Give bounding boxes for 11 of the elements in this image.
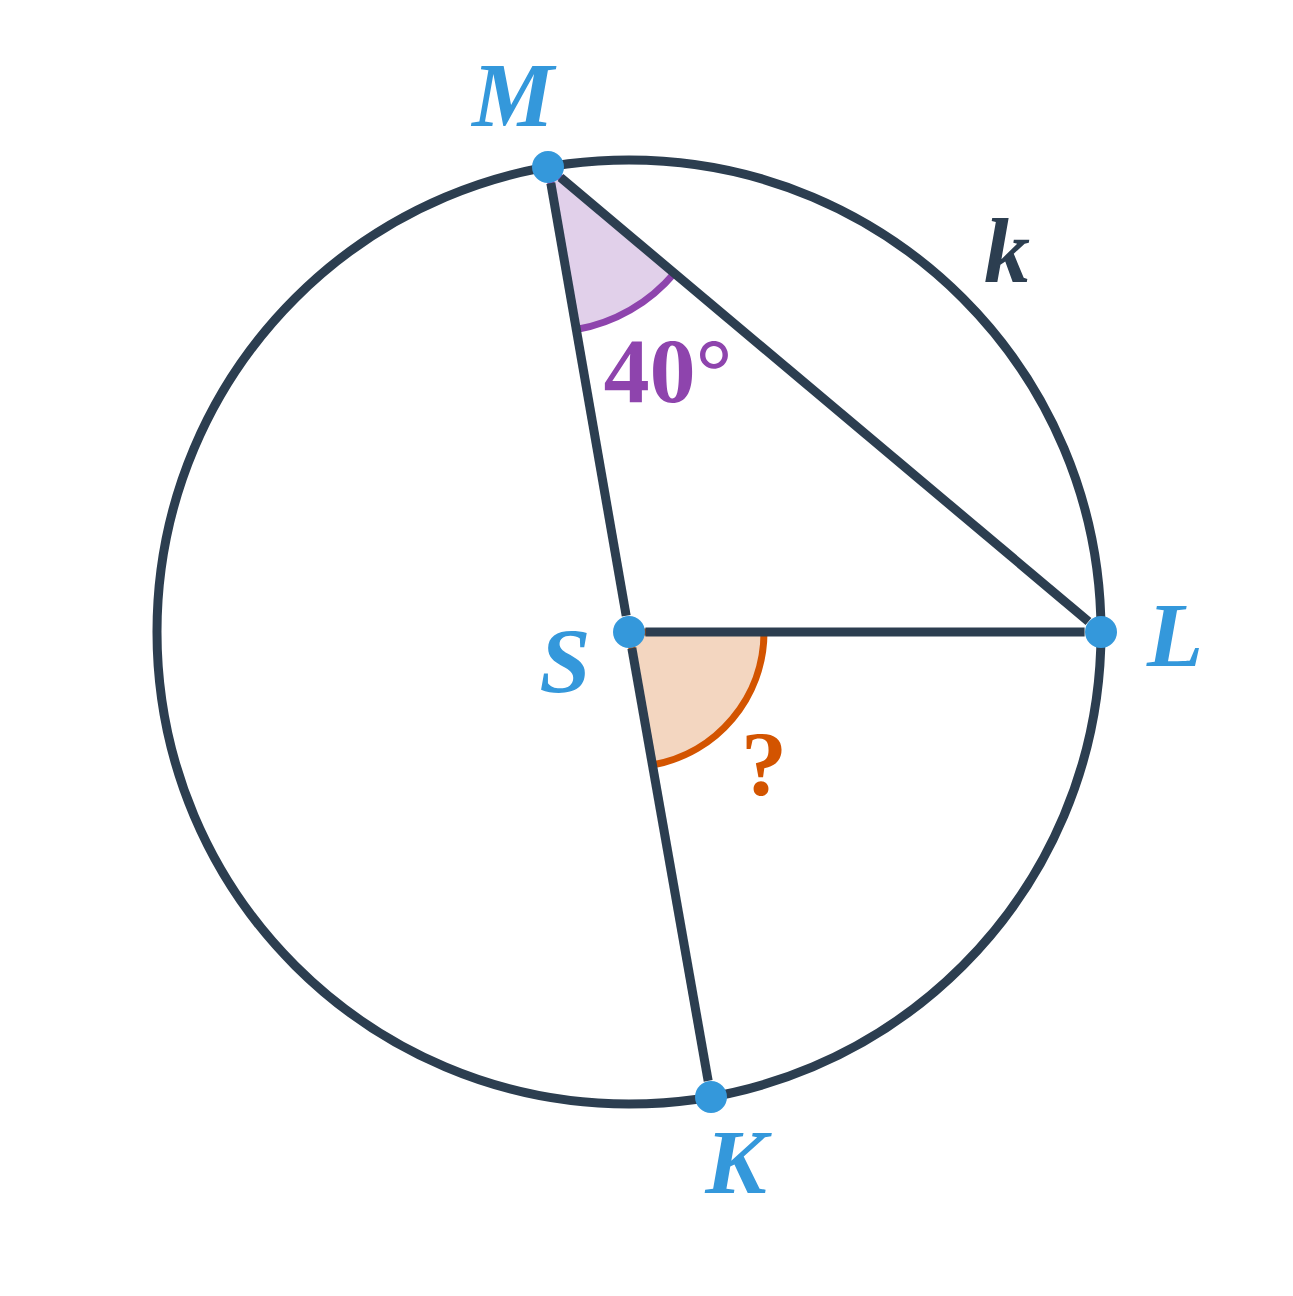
point-label: L xyxy=(1146,605,1199,667)
point-label: M xyxy=(470,65,557,127)
point-label: S xyxy=(541,631,587,693)
line-segment xyxy=(546,182,631,617)
line-segment xyxy=(645,627,1085,637)
angle-label: ? xyxy=(746,733,782,797)
line-segment xyxy=(557,174,1092,625)
angle-label: 40° xyxy=(604,340,728,404)
point-label: K xyxy=(704,1132,772,1194)
line-segment xyxy=(627,647,713,1082)
circle-label: k xyxy=(985,218,1030,282)
